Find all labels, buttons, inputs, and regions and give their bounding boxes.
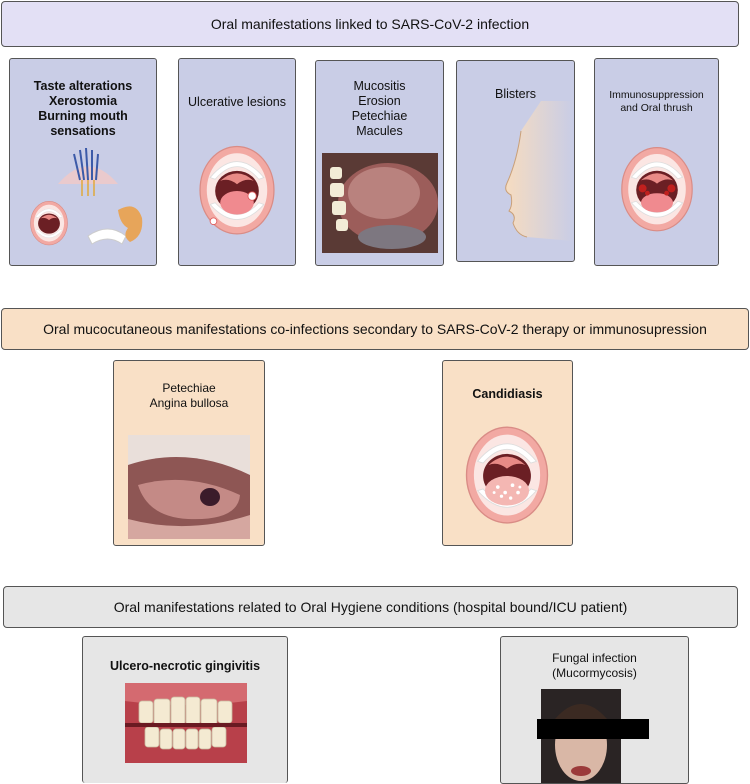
- section-title: Oral manifestations linked to SARS-CoV-2…: [210, 16, 530, 32]
- section-header-sars-cov-2: Oral manifestations linked to SARS-CoV-2…: [1, 1, 739, 47]
- tongue-blister-photo: [128, 435, 250, 539]
- card-line: sensations: [50, 124, 116, 138]
- card-ulcero-necrotic: Ulcero-necrotic gingivitis: [82, 636, 288, 783]
- candidiasis-mouth-icon: [465, 426, 549, 524]
- card-line: Ulcerative lesions: [188, 95, 286, 109]
- tongue-salivary-gland-icon: [30, 147, 143, 246]
- card-line: Petechiae: [351, 109, 408, 123]
- card-line: Angina bullosa: [149, 396, 229, 410]
- card-line: Xerostomia: [48, 94, 118, 108]
- card-line: Taste alterations: [33, 79, 133, 93]
- section-header-coinfections: Oral mucocutaneous manifestations co-inf…: [1, 308, 749, 350]
- card-line: Burning mouth: [38, 109, 128, 123]
- card-line: Mucositis: [353, 79, 406, 93]
- card-line: and Oral thrush: [620, 102, 693, 114]
- card-taste-alterations: Taste alterations Xerostomia Burning mou…: [9, 58, 157, 266]
- section-title: Oral manifestations related to Oral Hygi…: [113, 599, 628, 615]
- section-header-hygiene: Oral manifestations related to Oral Hygi…: [3, 586, 738, 628]
- open-mouth-thrush-icon: [621, 147, 693, 232]
- card-petechiae-angina: Petechiae Angina bullosa: [113, 360, 265, 546]
- card-line: Candidiasis: [472, 387, 543, 401]
- face-profile-icon: [505, 101, 573, 241]
- card-line: Ulcero-necrotic gingivitis: [109, 659, 261, 673]
- card-line: Blisters: [495, 87, 536, 101]
- card-candidiasis: Candidiasis: [442, 360, 573, 546]
- eye-censor-bar: [537, 719, 649, 739]
- card-ulcerative-lesions: Ulcerative lesions: [178, 58, 296, 266]
- palate-photo: [322, 153, 438, 253]
- card-line: Macules: [356, 124, 403, 138]
- card-immunosuppression: Immunosuppression and Oral thrush: [594, 58, 719, 266]
- section-title: Oral mucocutaneous manifestations co-inf…: [43, 321, 707, 337]
- card-mucositis: Mucositis Erosion Petechiae Macules: [315, 60, 444, 266]
- open-mouth-ulcer-icon: [199, 145, 275, 235]
- card-line: (Mucormycosis): [552, 666, 637, 680]
- card-line: Erosion: [358, 94, 401, 108]
- card-fungal-infection: Fungal infection (Mucormycosis): [500, 636, 689, 784]
- card-blisters: Blisters: [456, 60, 575, 262]
- card-line: Petechiae: [162, 381, 216, 395]
- card-line: Fungal infection: [552, 651, 637, 665]
- gingivitis-photo: [125, 683, 247, 763]
- card-line: Immunosuppression: [609, 89, 704, 101]
